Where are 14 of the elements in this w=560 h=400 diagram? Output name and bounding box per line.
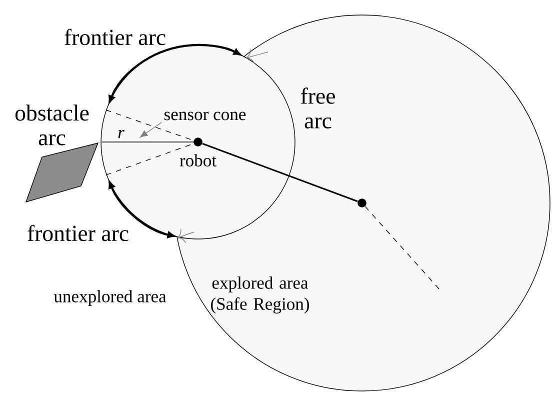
- text-label: frontier arc: [28, 224, 128, 242]
- point-dot: [358, 198, 366, 208]
- point-dot: [194, 138, 202, 146]
- connecting-line: [202, 142, 358, 202]
- text-label: frontier arc: [64, 28, 166, 46]
- dashed-line: [364, 206, 440, 290]
- text-label: free arc: [300, 88, 335, 128]
- point-label: robot: [180, 154, 216, 166]
- text-label: explored area (Safe Region): [211, 276, 309, 314]
- text-label: obstacle arc: [15, 104, 89, 146]
- leader-line: [140, 122, 162, 138]
- annotation-text: sensor cone: [164, 112, 246, 120]
- text-label: unexplored area: [54, 290, 166, 306]
- variable-label: r: [118, 130, 124, 138]
